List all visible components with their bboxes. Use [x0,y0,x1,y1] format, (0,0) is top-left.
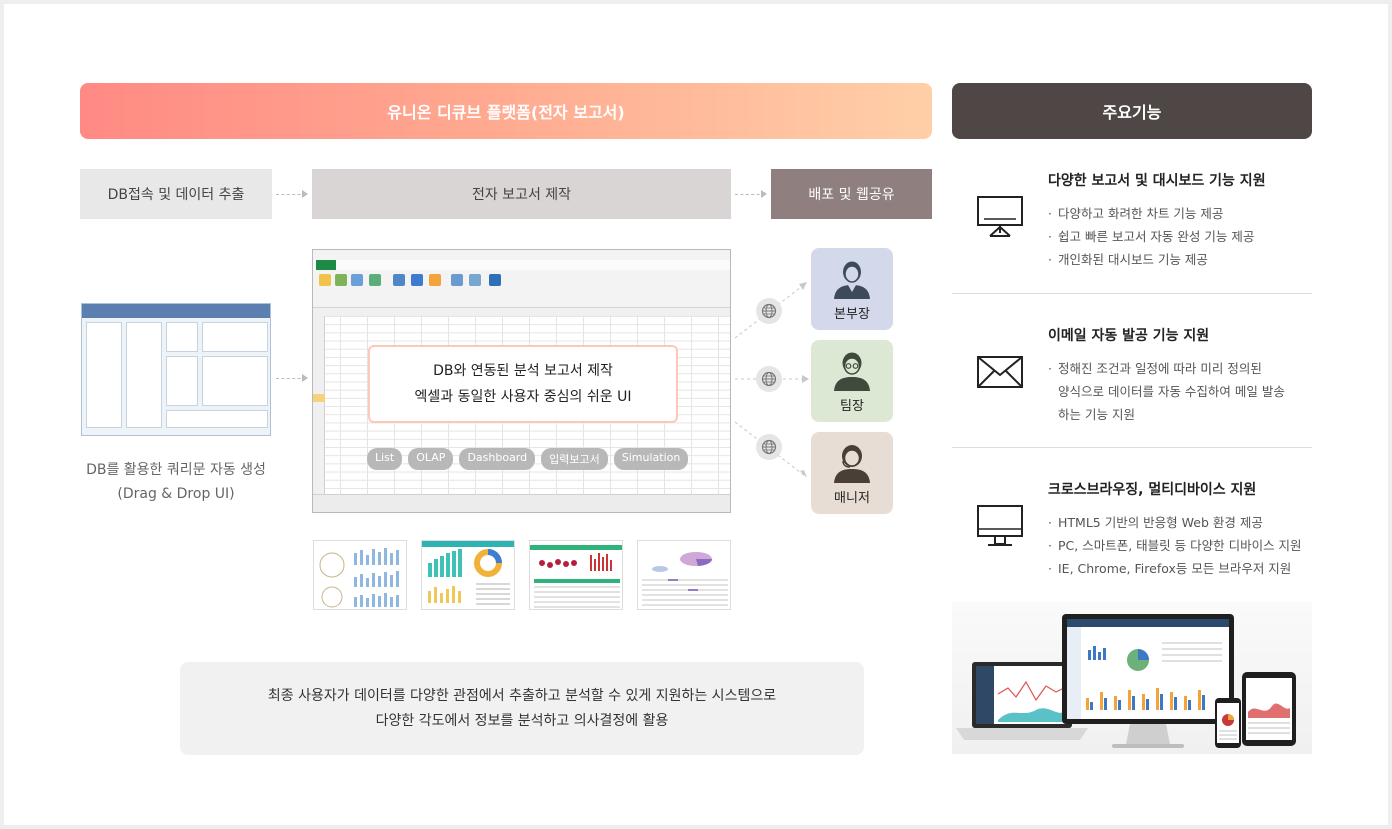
executive-person-icon [834,261,870,299]
feature-bullets: 정해진 조건과 일정에 따라 미리 정의된 양식으로 데이터를 자동 수집하여 … [1048,357,1285,426]
feature-title: 이메일 자동 발공 기능 지원 [1048,328,1210,344]
feature-bullet: PC, 스마트폰, 태블릿 등 다양한 디바이스 지원 [1048,534,1302,557]
flow-arrow [276,190,308,198]
report-designer-screenshot: DB와 연동된 분석 보고서 제작 엑셀과 동일한 사용자 중심의 쉬운 UI … [312,249,731,513]
feature-reports: 다양한 보고서 및 대시보드 기능 지원 다양하고 화려한 차트 기능 제공 쉽… [966,170,1312,280]
persona-label: 팀장 [840,399,864,414]
monitor-icon [977,505,1023,546]
feature-email: 이메일 자동 발공 기능 지원 정해진 조건과 일정에 따라 미리 정의된 양식… [966,325,1312,435]
feature-title: 다양한 보고서 및 대시보드 기능 지원 [1048,173,1266,189]
tag-list: List [367,448,403,470]
team-leader-person-icon [834,352,870,391]
feature-bullets: 다양하고 화려한 차트 기능 제공 쉽고 빠른 보고서 자동 완성 기능 제공 … [1048,202,1254,271]
feature-bullet: 다양하고 화려한 차트 기능 제공 [1048,202,1254,225]
report-highlight-box: DB와 연동된 분석 보고서 제작 엑셀과 동일한 사용자 중심의 쉬운 UI [368,345,678,423]
persona-manager: 매니저 [811,432,893,514]
feature-bullet: 정해진 조건과 일정에 따라 미리 정의된 [1048,357,1285,380]
stage-db-extract: DB접속 및 데이터 추출 [80,169,272,219]
flow-arrow [276,374,308,382]
query-designer-screenshot [81,303,271,436]
summary-line2: 다양한 각도에서 정보를 분석하고 의사결정에 활용 [375,712,669,729]
feature-bullet: 하는 기능 지원 [1058,407,1135,422]
stage-report-build: 전자 보고서 제작 [312,169,731,219]
feature-bullet: 개인화된 대시보드 기능 제공 [1048,248,1254,271]
highlight-line2: 엑셀과 동일한 사용자 중심의 쉬운 UI [414,389,632,405]
stage-share: 배포 및 웹공유 [771,169,932,219]
report-thumbnail [637,540,731,610]
persona-label: 본부장 [834,307,870,322]
db-caption-line2: (Drag & Drop UI) [117,486,235,502]
feature-bullet: 쉽고 빠른 보고서 자동 완성 기능 제공 [1048,225,1254,248]
db-caption-line1: DB를 활용한 쿼리문 자동 생성 [86,462,266,478]
feature-bullet: 양식으로 데이터를 자동 수집하여 메일 발송 [1058,384,1285,399]
row-headers [313,316,325,496]
status-bar [313,494,730,512]
manager-headset-icon [834,445,870,483]
feature-bullets: HTML5 기반의 반응형 Web 환경 제공 PC, 스마트폰, 태블릿 등 … [1048,511,1302,580]
feature-bullet: IE, Chrome, Firefox등 모든 브라우저 지원 [1048,557,1302,580]
report-type-tags: List OLAP Dashboard 입력보고서 Simulation [367,448,689,470]
summary-line1: 최종 사용자가 데이터를 다양한 관점에서 추출하고 분석할 수 있게 지원하는… [267,687,777,704]
persona-team-leader: 팀장 [811,340,893,422]
features-header: 주요기능 [952,83,1312,139]
feature-bullet: HTML5 기반의 반응형 Web 환경 제공 [1048,511,1302,534]
tag-olap: OLAP [408,448,454,470]
globe-icon [756,434,782,460]
tag-dashboard: Dashboard [459,448,536,470]
summary-box: 최종 사용자가 데이터를 다양한 관점에서 추출하고 분석할 수 있게 지원하는… [180,662,864,755]
divider [952,447,1312,448]
report-thumbnail [421,540,515,610]
presentation-board-icon [977,196,1023,237]
multi-device-image [952,602,1312,754]
flow-arrow [735,190,767,198]
highlight-line1: DB와 연동된 분석 보고서 제작 [433,363,613,379]
tag-input-report: 입력보고서 [541,448,608,470]
persona-label: 매니저 [834,491,870,506]
feature-title: 크로스브라우징, 멀티디바이스 지원 [1048,482,1257,498]
tag-simulation: Simulation [613,448,689,470]
globe-icon [756,366,782,392]
divider [952,293,1312,294]
report-thumbnail [313,540,407,610]
envelope-icon [977,356,1023,388]
report-thumbnail [529,540,623,610]
ribbon [313,250,730,308]
platform-banner: 유니온 디큐브 플랫폼(전자 보고서) [80,83,932,139]
feature-multidevice: 크로스브라우징, 멀티디바이스 지원 HTML5 기반의 반응형 Web 환경 … [966,479,1312,589]
db-caption: DB를 활용한 쿼리문 자동 생성 (Drag & Drop UI) [70,458,282,506]
globe-icon [756,298,782,324]
persona-executive: 본부장 [811,248,893,330]
